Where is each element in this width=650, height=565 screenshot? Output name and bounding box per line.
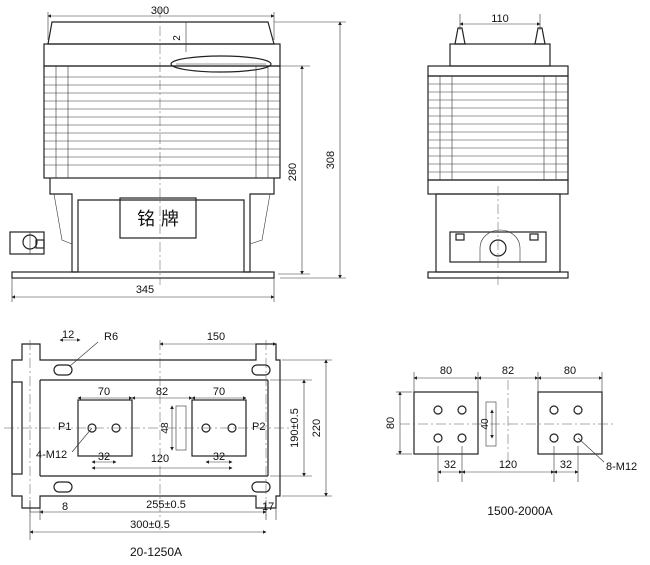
bolt-label: 4-M12 — [36, 449, 67, 461]
bottom-view: P1 P2 12 R6 150 70 82 70 48 4-M12 32 120… — [4, 329, 332, 559]
front-view: 铭 牌 300 2 280 308 345 — [9, 5, 346, 302]
hole-span-right: 32 — [213, 451, 225, 463]
terminal-pad-left — [413, 391, 479, 455]
caption-1500-2000a: 1500-2000A — [487, 504, 552, 518]
term-pad-height: 80 — [385, 417, 397, 429]
outer-height: 220 — [311, 419, 323, 437]
radius-label: R6 — [104, 331, 118, 343]
mount-slot — [53, 364, 73, 376]
term-pad-width-right: 80 — [564, 365, 576, 377]
base-outline — [11, 343, 281, 509]
terminal-view: 80 82 80 80 40 32 120 32 8-M12 1500-2000… — [385, 365, 637, 518]
term-hole-vertical: 40 — [480, 418, 491, 430]
inner-width: 255±0.5 — [146, 499, 186, 511]
center-span: 120 — [151, 453, 169, 465]
side-fins — [427, 75, 569, 181]
inner-height: 190±0.5 — [289, 408, 301, 448]
pad-p1 — [77, 399, 133, 457]
outer-width: 300±0.5 — [130, 519, 170, 531]
cooling-fins — [43, 65, 281, 179]
edge-left: 8 — [62, 501, 68, 513]
nameplate — [119, 197, 197, 239]
term-hole-span-right: 32 — [560, 459, 572, 471]
terminal-ellipse — [170, 55, 272, 73]
terminal-spacing-label: 110 — [491, 13, 509, 25]
term-center-span: 120 — [499, 459, 517, 471]
lower-body — [49, 178, 275, 273]
term-pad-width-left: 80 — [440, 365, 452, 377]
total-height-label: 308 — [325, 151, 337, 169]
p1-label: P1 — [58, 421, 71, 433]
caption-20-1250a: 20-1250A — [130, 545, 182, 559]
slot-label: 12 — [62, 329, 74, 341]
side-view: 110 — [427, 13, 569, 285]
front-width-label: 300 — [151, 5, 169, 17]
terminal-pad-right — [537, 391, 603, 455]
hole-span-left: 32 — [98, 451, 110, 463]
pad-width-right: 70 — [213, 386, 225, 398]
pad-width-left: 70 — [98, 386, 110, 398]
mount-slot — [251, 364, 271, 376]
top-cap — [47, 21, 275, 45]
term-center-gap: 82 — [502, 365, 514, 377]
mount-slot — [251, 481, 271, 493]
pad-height: 48 — [160, 422, 171, 434]
terminal-posts — [454, 27, 546, 45]
base-width-label: 345 — [136, 284, 154, 296]
height-label: 280 — [287, 163, 299, 181]
pad-p2 — [191, 399, 247, 457]
center-gap: 82 — [156, 386, 168, 398]
p2-label: P2 — [252, 421, 265, 433]
term-hole-span: 32 — [444, 459, 456, 471]
top-gap-label: 2 — [172, 35, 183, 41]
term-bolt-label: 8-M12 — [606, 461, 637, 473]
right-width-label: 150 — [207, 331, 225, 343]
mount-slot — [53, 481, 73, 493]
top-block — [43, 43, 281, 67]
edge-right: 17 — [262, 501, 274, 513]
nameplate-label: 铭 牌 — [137, 209, 179, 230]
base-plate — [11, 271, 275, 279]
